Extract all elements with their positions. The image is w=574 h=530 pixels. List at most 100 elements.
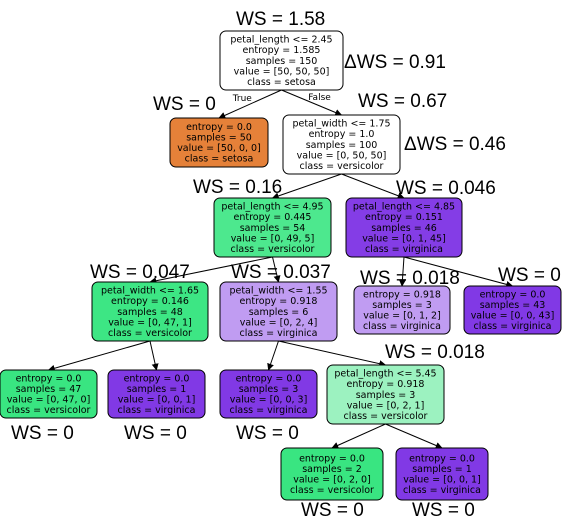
node-text-line: samples = 100 [306, 140, 378, 151]
node-text-line: value = [0, 2, 0] [293, 475, 371, 486]
ws-annotation: WS = 0.047 [90, 262, 190, 283]
node-text-line: value = [0, 50, 50] [297, 150, 387, 161]
node-text-line: value = [0, 1, 2] [363, 311, 441, 322]
ws-annotation: WS = 0.018 [360, 268, 460, 289]
edge-n2-n3 [271, 173, 342, 200]
node-text-line: samples = 3 [356, 390, 416, 401]
node-text-line: samples = 3 [239, 384, 299, 395]
node-text-line: value = [0, 0, 1] [118, 395, 196, 406]
node-text-line: entropy = 0.0 [186, 122, 252, 133]
ws-annotation: WS = 0 [236, 423, 299, 444]
ws-annotation: WS = 0 [153, 94, 216, 115]
node-text-line: petal_length <= 4.85 [353, 202, 455, 213]
ws-annotation: ΔWS = 0.46 [404, 134, 506, 155]
node-box [463, 285, 562, 335]
node-text-line: value = [50, 0, 0] [177, 143, 261, 154]
edge-n3-n6 [272, 256, 281, 283]
edge-label-false: False [308, 93, 331, 103]
node-text-line: entropy = 0.151 [365, 212, 443, 223]
node-box [280, 447, 384, 501]
node-text-line: class = versicolor [290, 485, 374, 496]
node-text-line: entropy = 0.0 [236, 373, 302, 384]
node-box [219, 281, 338, 342]
edge-n5-n10 [149, 340, 159, 371]
node-text-line: entropy = 0.0 [480, 289, 546, 300]
node-text-line: samples = 47 [16, 384, 82, 395]
node-text-line: entropy = 0.0 [409, 453, 475, 464]
ws-annotation: WS = 0 [412, 500, 475, 521]
edge-n0-n1 [218, 89, 282, 119]
node-text-line: petal_width <= 1.55 [229, 286, 327, 297]
node-text-line: samples = 6 [249, 307, 309, 318]
ws-annotation: WS = 0.018 [385, 342, 485, 363]
node-box [282, 114, 401, 175]
edge-n4-n8 [403, 256, 514, 288]
edge-n12-n13 [331, 423, 386, 449]
node-text-line: class = setosa [185, 154, 254, 165]
node-box [213, 197, 332, 258]
node-box [345, 197, 463, 258]
ws-annotation: ΔWS = 0.91 [344, 52, 446, 73]
node-text-line: class = virginica [403, 485, 481, 496]
node-box [91, 281, 209, 342]
node-text-line: class = virginica [474, 321, 552, 332]
node-text-line: value = [0, 47, 1] [108, 317, 192, 328]
ws-annotation: WS = 0 [301, 500, 364, 521]
edge-n2-n4 [341, 173, 405, 200]
node-text-line: samples = 46 [371, 223, 437, 234]
node-text-line: class = versicolor [231, 244, 315, 255]
node-text-line: samples = 43 [480, 300, 546, 311]
node-text-line: entropy = 0.918 [347, 379, 425, 390]
node-text-line: class = versicolor [300, 161, 384, 172]
node-box [353, 285, 451, 335]
node-text-line: entropy = 0.146 [111, 296, 189, 307]
node-text-line: value = [0, 47, 0] [7, 395, 91, 406]
node-text-line: petal_length <= 4.95 [221, 202, 323, 213]
node-text-line: class = versicolor [344, 411, 428, 422]
node-box [326, 364, 445, 425]
edges-layer: True False [47, 89, 514, 449]
node-text-line: value = [0, 0, 3] [230, 395, 308, 406]
edge-n3-n5 [149, 256, 273, 285]
ws-annotation: WS = 0.037 [231, 262, 331, 283]
ws-annotation: WS = 1.58 [236, 9, 325, 30]
node-text-line: value = [0, 49, 5] [231, 233, 315, 244]
edge-n0-n2 [281, 89, 343, 116]
node-box [107, 369, 206, 419]
node-text-line: petal_length <= 5.45 [334, 369, 436, 380]
node-text-line: class = versicolor [108, 328, 192, 339]
node-text-line: petal_width <= 1.65 [101, 286, 199, 297]
node-text-line: petal_length <= 2.45 [230, 35, 332, 46]
node-box [395, 447, 489, 501]
edge-n6-n12 [278, 340, 387, 368]
node-text-line: entropy = 1.585 [243, 45, 321, 56]
ws-annotation: WS = 0 [498, 265, 561, 286]
node-text-line: entropy = 0.918 [363, 289, 441, 300]
node-text-line: class = virginica [118, 405, 196, 416]
node-box [219, 30, 344, 91]
node-text-line: value = [0, 1, 45] [362, 233, 446, 244]
node-text-line: samples = 1 [412, 464, 472, 475]
node-text-line: class = virginica [240, 328, 318, 339]
node-text-line: entropy = 0.0 [16, 373, 82, 384]
node-text-line: entropy = 0.0 [124, 373, 190, 384]
node-text-line: samples = 1 [127, 384, 187, 395]
ws-annotation: WS = 0 [124, 423, 187, 444]
node-text-line: value = [0, 0, 43] [471, 311, 555, 322]
node-text-line: samples = 54 [240, 223, 306, 234]
node-text-line: class = virginica [365, 244, 443, 255]
ws-annotation: WS = 0.67 [358, 91, 447, 112]
edge-label-true: True [232, 94, 253, 104]
